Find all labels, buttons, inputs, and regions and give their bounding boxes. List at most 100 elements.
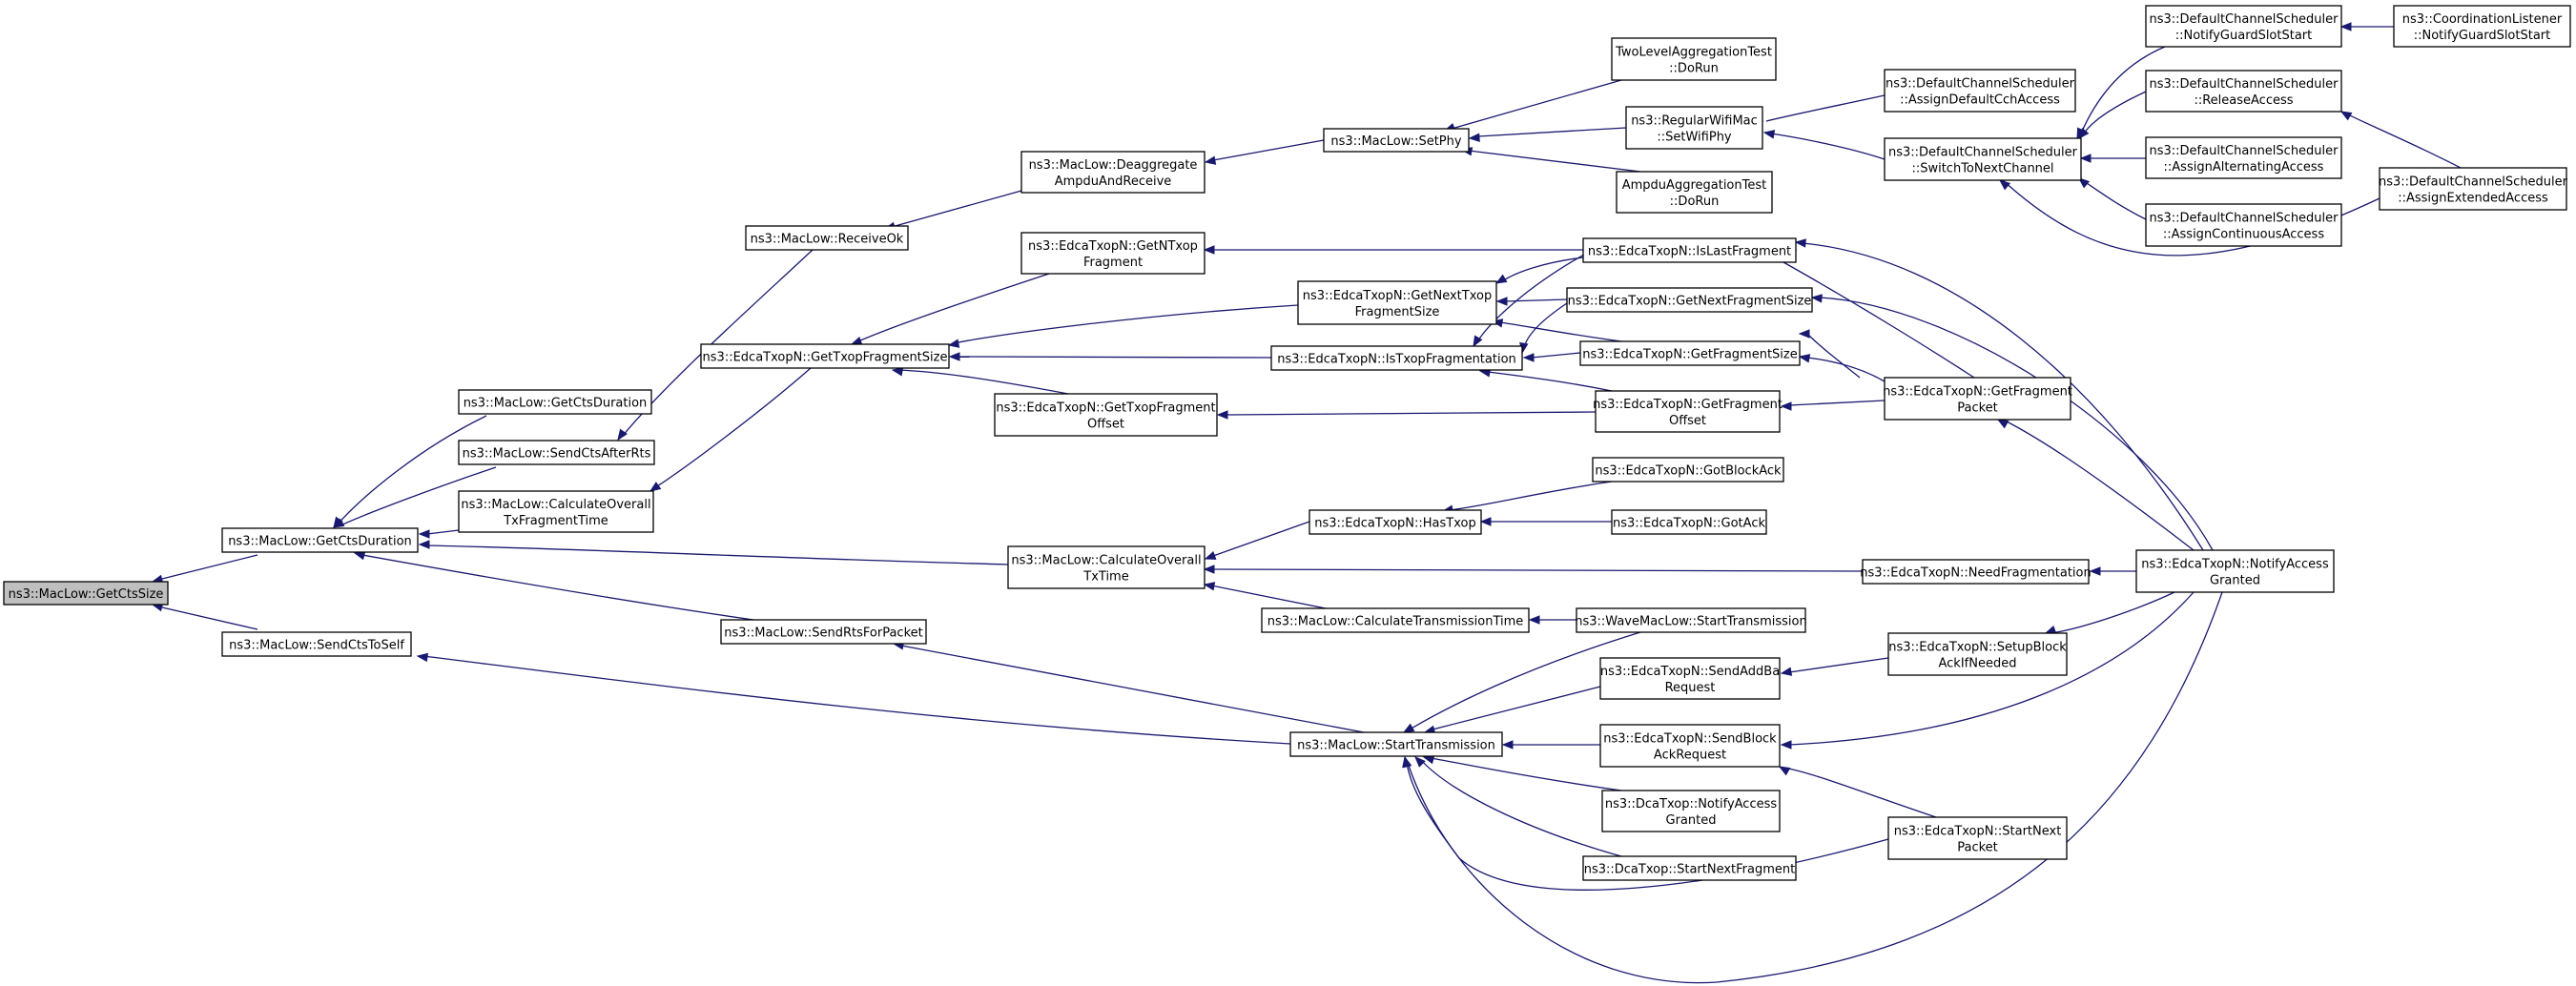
node-starttx[interactable]: ns3::MacLow::StartTransmission <box>1289 731 1503 757</box>
node-releaseaccess[interactable]: ns3::DefaultChannelScheduler::ReleaseAcc… <box>2145 70 2342 113</box>
edge-n_dcanotify-to-n_starttx <box>1422 755 1622 791</box>
node-label: Packet <box>1957 841 1998 855</box>
edge-line <box>653 367 812 489</box>
node-box <box>1261 607 1530 633</box>
node-label: ns3::EdcaTxopN::GetTxopFragment <box>996 401 1215 416</box>
node-getctsduration[interactable]: ns3::MacLow::GetCtsDuration <box>221 527 419 553</box>
node-label: ns3::MacLow::SendRtsForPacket <box>724 627 923 641</box>
edge-line <box>2080 46 2166 134</box>
edge-line <box>2083 180 2147 220</box>
node-wavestarttx[interactable]: ns3::WaveMacLow::StartTransmission <box>1575 607 1807 633</box>
edge-line <box>1770 133 1886 160</box>
edge-n_getfragoffset-to-n_gettxopfragoffset <box>1216 410 1597 420</box>
node-switchtonext[interactable]: ns3::DefaultChannelScheduler::SwitchToNe… <box>1884 137 2082 181</box>
node-label: ::DoRun <box>1669 62 1719 76</box>
node-label: ::SetWifiPhy <box>1657 131 1732 145</box>
edge-n_sendctsafterrts-to-n_getctsduration <box>332 466 497 528</box>
node-label: ns3::MacLow::SendCtsAfterRts <box>463 447 651 462</box>
node-gotblockack[interactable]: ns3::EdcaTxopN::GotBlockAck <box>1592 457 1784 483</box>
node-label: ns3::MacLow::SendCtsToSelf <box>229 639 404 653</box>
node-receiveok[interactable]: ns3::MacLow::ReceiveOk <box>745 225 909 251</box>
node-coordlistener[interactable]: ns3::CoordinationListener::NotifyGuardSl… <box>2393 5 2571 48</box>
arrow-head-icon <box>332 518 345 528</box>
node-box <box>221 631 412 657</box>
node-getctssize[interactable]: ns3::MacLow::GetCtsSize <box>3 581 169 606</box>
edge-line <box>161 606 258 630</box>
edge-n_releaseaccess-to-n_switchtonext <box>2078 91 2147 140</box>
node-getfragsize[interactable]: ns3::EdcaTxopN::GetFragmentSize <box>1579 340 1801 366</box>
node-gotack[interactable]: ns3::EdcaTxopN::GotAck <box>1611 509 1767 535</box>
node-box <box>1884 377 2071 421</box>
node-label: ns3::EdcaTxopN::NeedFragmentation <box>1860 566 2091 581</box>
arrow-head-icon <box>1204 155 1217 165</box>
node-sendrtsforpacket[interactable]: ns3::MacLow::SendRtsForPacket <box>720 619 927 645</box>
arrow-head-icon <box>1203 582 1216 591</box>
edge-n_coordlistener-to-n_notifyguard <box>2339 22 2394 31</box>
node-box <box>1566 287 1813 313</box>
arrow-head-icon <box>1528 615 1540 625</box>
edge-n_edcanotify-to-n_starttx <box>1403 591 2223 984</box>
node-sendctsafterrts[interactable]: ns3::MacLow::SendCtsAfterRts <box>458 440 655 465</box>
edge-n_receiveok-to-n_sendctsafterrts <box>617 249 814 442</box>
edge-line <box>891 190 1022 228</box>
edge-n_setphy-to-n_deaggregate <box>1204 139 1325 165</box>
edge-n_assigncont-to-n_switchtonext <box>2077 177 2147 220</box>
node-getctsduration2[interactable]: ns3::MacLow::GetCtsDuration <box>458 389 652 415</box>
node-gettxopfragsize[interactable]: ns3::EdcaTxopN::GetTxopFragmentSize <box>700 343 950 369</box>
edge-n_dcastartnext-to-n_starttx <box>1414 756 1622 857</box>
node-regularsetphy[interactable]: ns3::RegularWifiMac::SetWifiPhy <box>1625 106 1763 150</box>
node-label: ns3::DcaTxop::NotifyAccess <box>1605 797 1778 811</box>
arrow-head-icon <box>891 367 904 377</box>
node-box <box>1884 69 2076 113</box>
edge-n_sendrtsforpacket-to-n_getctsduration <box>353 551 754 621</box>
node-istxopfrag[interactable]: ns3::EdcaTxopN::IsTxopFragmentation <box>1270 345 1523 371</box>
edge-line <box>1212 139 1325 161</box>
node-label: ns3::EdcaTxopN::IsLastFragment <box>1588 245 1791 259</box>
node-label: Fragment <box>1083 256 1143 270</box>
node-box <box>1582 237 1797 263</box>
node-ampduaggtest[interactable]: AmpduAggregationTest::DoRun <box>1616 171 1773 214</box>
node-box <box>1576 607 1806 633</box>
node-label: AmpduAggregationTest <box>1622 178 1766 193</box>
node-twolevel[interactable]: TwoLevelAggregationTest::DoRun <box>1611 37 1777 81</box>
node-label: ns3::EdcaTxopN::StartNext <box>1894 825 2062 839</box>
node-assigncont[interactable]: ns3::DefaultChannelScheduler::AssignCont… <box>2145 203 2342 247</box>
node-getnextfragsize[interactable]: ns3::EdcaTxopN::GetNextFragmentSize <box>1566 287 1813 313</box>
edge-n_getntxopfrag-to-n_gettxopfragsize <box>850 273 1050 345</box>
edge-line <box>1788 657 1889 673</box>
node-assignalt[interactable]: ns3::DefaultChannelScheduler::AssignAlte… <box>2145 136 2342 179</box>
node-calctxtime[interactable]: ns3::MacLow::CalculateTransmissionTime <box>1261 607 1530 633</box>
node-box <box>1887 632 2068 676</box>
edge-n_islastfrag-to-n_istxopfrag <box>1473 249 1594 348</box>
node-setphy[interactable]: ns3::MacLow::SetPhy <box>1323 128 1470 153</box>
node-notifyguard[interactable]: ns3::DefaultChannelScheduler::NotifyGuar… <box>2145 5 2342 48</box>
node-sendctstoself[interactable]: ns3::MacLow::SendCtsToSelf <box>221 631 412 657</box>
node-calcoverallfrag[interactable]: ns3::MacLow::CalculateOverallTxFragmentT… <box>458 490 654 533</box>
edge-line <box>1430 757 1622 791</box>
node-islastfrag[interactable]: ns3::EdcaTxopN::IsLastFragment <box>1582 237 1797 263</box>
arrow-head-icon <box>1501 740 1514 750</box>
node-needfrag[interactable]: ns3::EdcaTxopN::NeedFragmentation <box>1860 559 2092 585</box>
node-assigndefaultcch[interactable]: ns3::DefaultChannelScheduler::AssignDefa… <box>1884 69 2076 113</box>
arrow-head-icon <box>1414 756 1426 768</box>
edge-line <box>1420 759 1622 857</box>
edge-n_getfragoffset-to-n_istxopfrag <box>1478 368 1613 392</box>
node-dcastartnext[interactable]: ns3::DcaTxop::StartNextFragment <box>1582 855 1797 881</box>
edge-line <box>1788 400 1886 406</box>
node-assignext[interactable]: ns3::DefaultChannelScheduler::AssignExte… <box>2379 167 2568 211</box>
edge-n_gotack-to-n_hastxop <box>1479 517 1612 526</box>
node-hastxop[interactable]: ns3::EdcaTxopN::HasTxop <box>1309 509 1482 535</box>
